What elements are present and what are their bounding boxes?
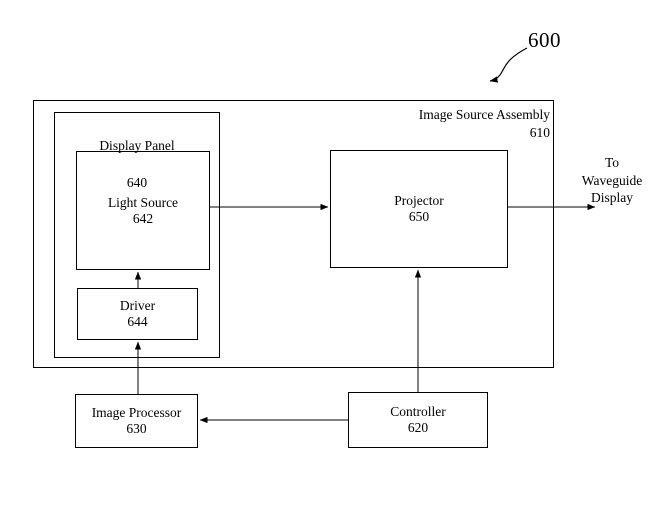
controller-title: Controller xyxy=(390,404,446,419)
controller-ref: 620 xyxy=(407,420,429,435)
controller-box: Controller 620 xyxy=(348,392,488,448)
display-panel-title: Display Panel xyxy=(99,138,175,153)
projector-box: Projector 650 xyxy=(330,150,508,268)
projector-ref: 650 xyxy=(408,209,430,224)
waveguide-output-line-2: Waveguide xyxy=(581,172,643,188)
image-processor-box: Image Processor 630 xyxy=(75,394,198,448)
display-panel-label: Display Panel 640 xyxy=(54,118,220,212)
image-processor-title: Image Processor xyxy=(91,405,182,420)
image-processor-ref: 630 xyxy=(126,421,147,436)
waveguide-output-line-3: Display xyxy=(591,190,633,206)
waveguide-output-line-1: To xyxy=(604,155,620,170)
driver-title: Driver xyxy=(119,298,156,313)
figure-callout-leader xyxy=(489,47,528,83)
waveguide-output-label: To Waveguide Display xyxy=(572,154,652,207)
driver-ref: 644 xyxy=(127,314,148,329)
display-panel-ref: 640 xyxy=(126,174,148,190)
projector-title: Projector xyxy=(394,193,444,208)
light-source-ref: 642 xyxy=(132,210,154,226)
figure-number: 600 xyxy=(528,28,561,52)
image-source-assembly-ref: 610 xyxy=(529,124,550,140)
display-panel-box xyxy=(54,112,220,358)
image-source-assembly-label: Image Source Assembly 610 xyxy=(360,106,550,141)
driver-box: Driver 644 xyxy=(77,288,198,340)
image-source-assembly-box xyxy=(33,100,554,368)
light-source-box: Light Source 642 xyxy=(76,151,210,270)
image-source-assembly-title: Image Source Assembly xyxy=(418,107,550,122)
light-source-title: Light Source xyxy=(107,194,179,210)
